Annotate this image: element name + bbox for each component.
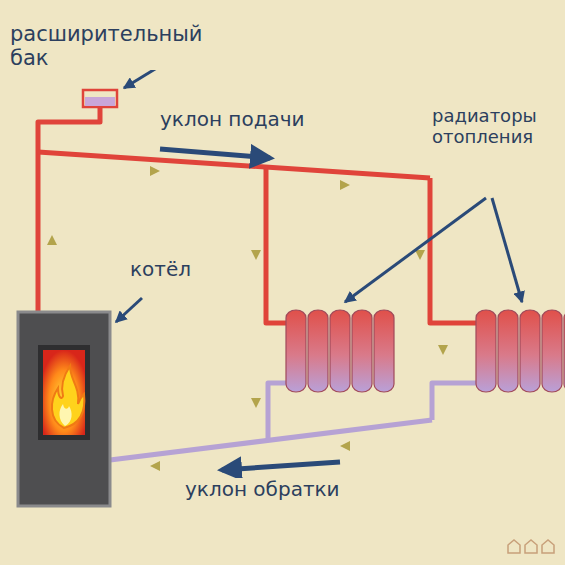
flow-arrow [47, 166, 448, 471]
radiator [476, 310, 565, 392]
slope-arrow [160, 149, 270, 158]
radiator-label: радиаторы отопления [430, 106, 562, 147]
expansion-tank [83, 90, 117, 107]
supply-pipe [38, 107, 477, 323]
slope-arrow [222, 462, 340, 470]
leader-arrow [116, 66, 522, 322]
return-pipe [110, 383, 477, 460]
boiler-label: котёл [128, 258, 193, 281]
tank-label: расширительный бак [8, 22, 232, 70]
boiler [18, 312, 110, 506]
watermark-icon [508, 540, 554, 553]
slope-label: уклон обратки [183, 478, 342, 501]
slope-label: уклон подачи [158, 108, 307, 131]
radiator [286, 310, 394, 392]
